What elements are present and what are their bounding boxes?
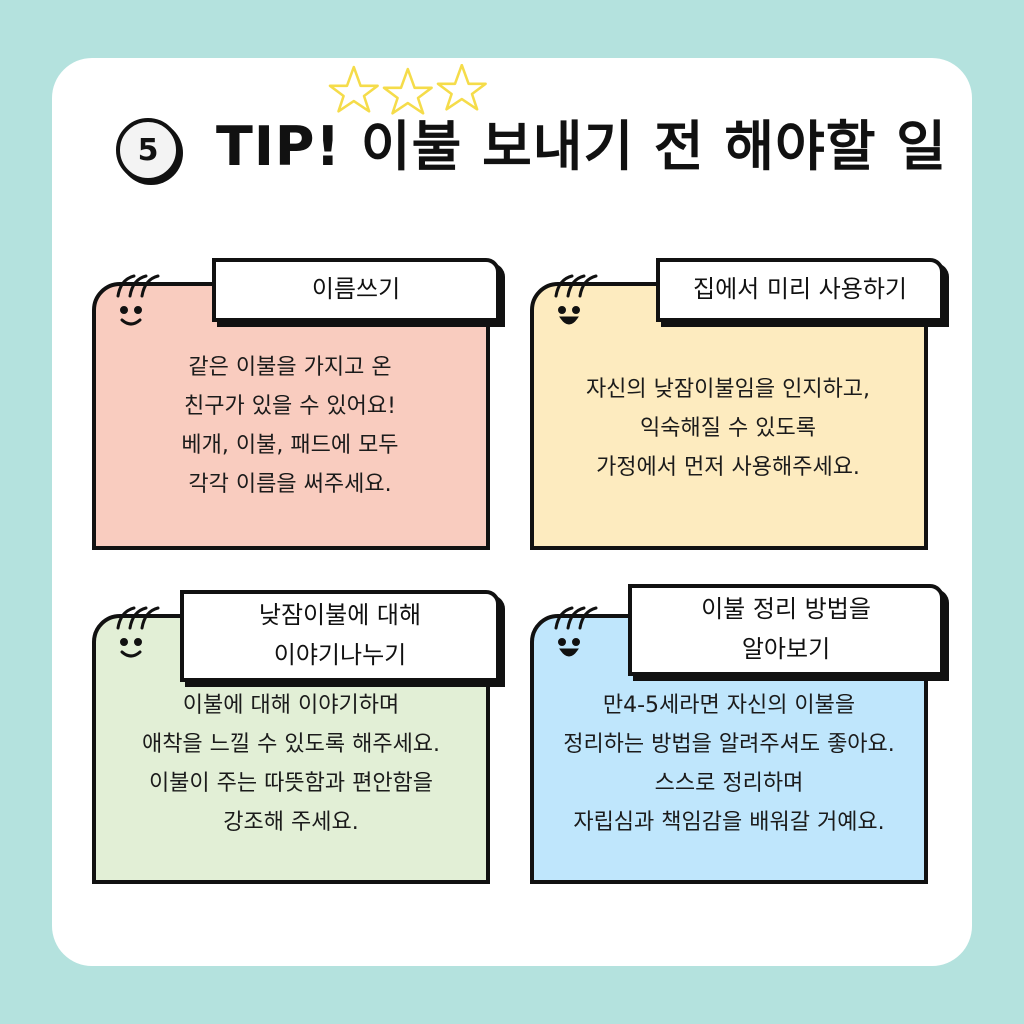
tip-line: 익숙해질 수 있도록 (640, 416, 816, 441)
star-icon (436, 64, 487, 111)
stars-decoration (328, 64, 487, 115)
tip-title: 이불 정리 방법을 (701, 595, 871, 624)
tip-line: 강조해 주세요. (223, 810, 359, 835)
star-icon (382, 67, 433, 115)
star-icon (328, 65, 379, 113)
step-number-badge: 5 (116, 118, 180, 182)
tip-box (92, 282, 490, 550)
tip-title: 알아보기 (741, 635, 831, 663)
tip-line: 친구가 있을 수 있어요! (184, 394, 396, 419)
tip-body: 만4-5세라면 자신의 이불을 정리하는 방법을 알려주셔도 좋아요. 스스로 … (534, 686, 924, 842)
tip-body: 같은 이불을 가지고 온 친구가 있을 수 있어요! 베개, 이불, 패드에 모… (100, 348, 480, 504)
tip-title: 이름쓰기 (311, 275, 401, 304)
tip-body: 이불에 대해 이야기하며 애착을 느낄 수 있도록 해주세요. 이불이 주는 따… (96, 686, 486, 842)
face-icon (116, 274, 160, 326)
tip-line: 애착을 느낄 수 있도록 해주세요. (141, 732, 441, 757)
header: 5 TIP! 이불 보내기 전 해야할 일 (0, 0, 1024, 220)
tip-line: 이불에 대해 이야기하며 (182, 693, 400, 718)
tip-line: 각각 이름을 써주세요. (188, 472, 392, 497)
page-title: TIP! 이불 보내기 전 해야할 일 (216, 115, 947, 178)
tip-line: 만4-5세라면 자신의 이불을 (602, 693, 856, 718)
tip-title-tab: 이름쓰기 (212, 258, 500, 322)
tip-title: 낮잠이불에 대해 (258, 601, 422, 630)
tip-line: 정리하는 방법을 알려주셔도 좋아요. (563, 732, 895, 757)
tip-line: 가정에서 먼저 사용해주세요. (596, 455, 860, 480)
tip-line: 이불이 주는 따뜻함과 편안함을 (148, 771, 434, 796)
tip-line: 스스로 정리하며 (654, 771, 804, 796)
tip-title-tab: 이불 정리 방법을 알아보기 (628, 584, 944, 676)
tip-title-tab: 집에서 미리 사용하기 (656, 258, 944, 322)
tip-line: 같은 이불을 가지고 온 (188, 355, 392, 380)
face-icon (554, 274, 598, 325)
tip-line: 자립심과 책임감을 배워갈 거예요. (573, 810, 885, 835)
tip-title-tab: 낮잠이불에 대해 이야기나누기 (180, 590, 500, 682)
tip-line: 베개, 이불, 패드에 모두 (181, 433, 399, 458)
tip-line: 자신의 낮잠이불임을 인지하고, (585, 377, 871, 402)
face-icon (554, 606, 598, 657)
tip-body: 자신의 낮잠이불임을 인지하고, 익숙해질 수 있도록 가정에서 먼저 사용해주… (538, 370, 918, 487)
tip-title: 이야기나누기 (273, 641, 407, 669)
tip-title: 집에서 미리 사용하기 (693, 275, 907, 304)
face-icon (116, 606, 160, 658)
